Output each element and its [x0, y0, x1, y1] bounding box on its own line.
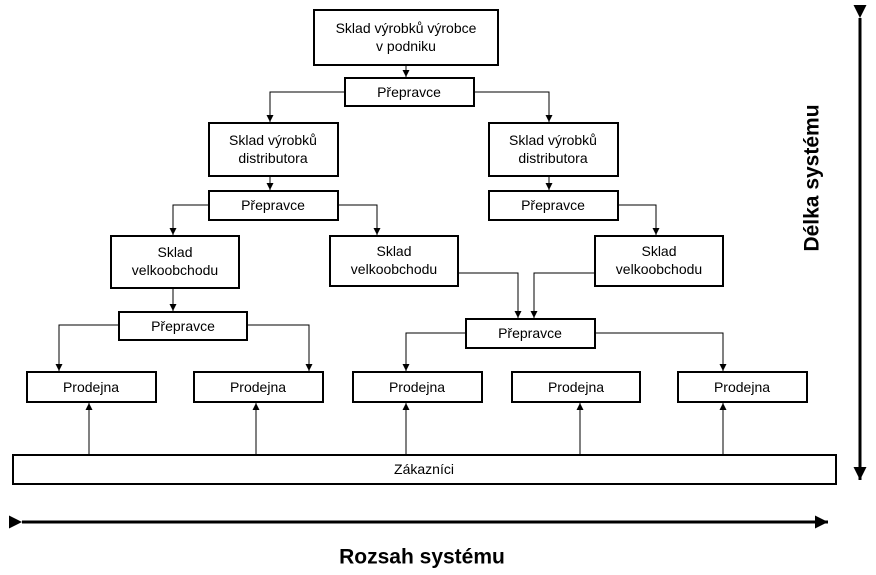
system-range-label: Rozsah systému: [339, 546, 505, 569]
shop-5-label: Prodejna: [714, 379, 770, 395]
wholesale-2-line1: Sklad: [376, 243, 411, 259]
system-length-label: Délka systému: [801, 104, 824, 251]
distributor-warehouse-left-node: Sklad výrobků distributora: [208, 122, 339, 177]
arrow-carrier-to-shop-3: [402, 332, 466, 371]
arrow-carrier-to-shop-5: [595, 332, 727, 371]
system-length-axis: Délka systému: [801, 5, 867, 480]
arrow-carrier-to-distributor-right: [474, 91, 553, 122]
carrier-top-label: Přepravce: [377, 84, 441, 100]
system-range-axis: Rozsah systému: [9, 515, 828, 569]
carrier-mid-left-label: Přepravce: [241, 197, 305, 213]
carrier-mid-right-label: Přepravce: [521, 197, 585, 213]
customers-node: Zákazníci: [12, 454, 837, 485]
arrow-carrier-to-wholesale-3: [618, 204, 660, 235]
distributor-left-line1: Sklad výrobků: [229, 132, 317, 148]
shop-1-node: Prodejna: [26, 371, 157, 403]
carrier-low-left-label: Přepravce: [151, 318, 215, 334]
wholesale-warehouse-3-node: Sklad velkoobchodu: [594, 235, 724, 287]
distributor-right-line2: distributora: [518, 150, 587, 166]
wholesale-warehouse-1-node: Sklad velkoobchodu: [110, 235, 240, 289]
manufacturer-warehouse-node: Sklad výrobků výrobce v podniku: [313, 9, 499, 66]
shop-2-label: Prodejna: [230, 379, 286, 395]
shop-4-label: Prodejna: [548, 379, 604, 395]
distributor-warehouse-right-node: Sklad výrobků distributora: [488, 122, 619, 177]
shop-1-label: Prodejna: [63, 379, 119, 395]
wholesale-3-line2: velkoobchodu: [616, 261, 702, 277]
carrier-low-right-node: Přepravce: [465, 318, 596, 349]
shop-3-node: Prodejna: [352, 371, 483, 403]
arrow-carrier-to-wholesale-2: [338, 204, 381, 235]
distributor-right-line1: Sklad výrobků: [509, 132, 597, 148]
carrier-top-node: Přepravce: [344, 77, 475, 107]
shop-3-label: Prodejna: [389, 379, 445, 395]
carrier-low-right-label: Přepravce: [498, 325, 562, 341]
arrow-carrier-to-shop-1: [55, 324, 119, 371]
connectors: [55, 65, 727, 455]
manufacturer-warehouse-line2: v podniku: [376, 38, 436, 54]
wholesale-1-line2: velkoobchodu: [132, 262, 218, 278]
shop-4-node: Prodejna: [511, 371, 641, 403]
arrow-wholesale-2-to-carrier: [458, 272, 522, 318]
manufacturer-warehouse-line1: Sklad výrobků výrobce: [336, 20, 477, 36]
wholesale-2-line2: velkoobchodu: [351, 261, 437, 277]
arrow-wholesale-3-to-carrier: [530, 272, 595, 318]
arrow-carrier-to-distributor-left: [266, 91, 345, 122]
arrow-carrier-to-shop-2: [247, 324, 313, 371]
carrier-mid-left-node: Přepravce: [208, 190, 339, 221]
shop-5-node: Prodejna: [677, 371, 808, 403]
wholesale-3-line1: Sklad: [641, 243, 676, 259]
carrier-mid-right-node: Přepravce: [488, 190, 619, 221]
wholesale-1-line1: Sklad: [157, 244, 192, 260]
shop-2-node: Prodejna: [193, 371, 324, 403]
arrow-carrier-to-wholesale-1: [169, 204, 209, 235]
carrier-low-left-node: Přepravce: [118, 311, 248, 341]
distributor-left-line2: distributora: [238, 150, 307, 166]
wholesale-warehouse-2-node: Sklad velkoobchodu: [329, 235, 459, 287]
customers-label: Zákazníci: [394, 461, 454, 477]
